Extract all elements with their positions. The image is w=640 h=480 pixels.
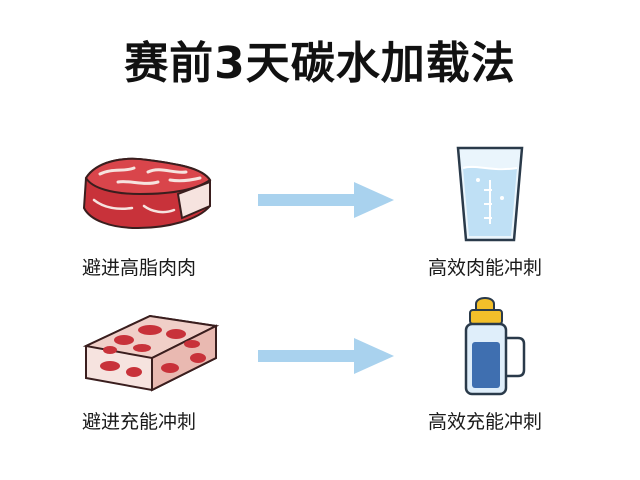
arrow-right-icon — [258, 338, 394, 374]
page-title: 赛前3天碳水加载法 — [124, 38, 516, 89]
marbled-meat-icon — [82, 314, 220, 392]
sports-bottle-icon — [464, 297, 526, 396]
raw-steak-icon — [82, 157, 212, 230]
arrow-right-icon — [258, 182, 394, 218]
water-glass-icon — [456, 146, 524, 242]
row2-left-label: 避进充能冲刺 — [82, 411, 197, 433]
row2-right-label: 高效充能冲刺 — [428, 411, 543, 433]
row1-right-label: 高效肉能冲刺 — [428, 257, 543, 279]
row1-left-label: 避进高脂肉肉 — [82, 257, 197, 279]
